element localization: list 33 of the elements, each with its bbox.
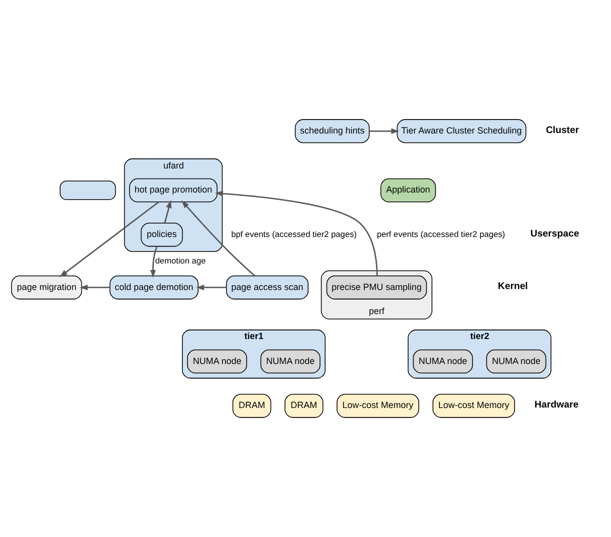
node-box: DRAM bbox=[284, 394, 324, 418]
edge-label: bpf events (accessed tier2 pages) bbox=[231, 228, 357, 239]
node-box: NUMA node bbox=[412, 350, 473, 374]
node-box: Low-cost Memory bbox=[432, 394, 515, 418]
edge-label: demotion age bbox=[155, 255, 206, 266]
node-box: DRAM bbox=[232, 394, 272, 418]
node-box: NUMA node bbox=[260, 350, 320, 374]
node-box: cold page demotion bbox=[110, 276, 198, 300]
arrow bbox=[80, 284, 110, 290]
arrow bbox=[214, 190, 378, 276]
arrow bbox=[196, 284, 226, 290]
node-box: NUMA node bbox=[486, 350, 546, 374]
arrow bbox=[59, 201, 160, 278]
node-box: hot page promotion bbox=[129, 178, 218, 202]
label: Cluster bbox=[546, 124, 579, 136]
node-box: Tier Aware Cluster Scheduling bbox=[396, 119, 526, 144]
label: Hardware bbox=[534, 399, 578, 410]
label: Kernel bbox=[498, 281, 528, 292]
edge-label: perf events (accessed tier2 pages) bbox=[376, 228, 506, 239]
node-box: page migration bbox=[11, 276, 82, 300]
arrow bbox=[164, 200, 172, 224]
arrow bbox=[181, 200, 256, 276]
node-box: page access scan bbox=[226, 276, 308, 300]
node-box: Low-cost Memory bbox=[336, 394, 420, 418]
node-box: scheduling hints bbox=[294, 119, 370, 144]
node-box: precise PMU sampling bbox=[326, 276, 427, 300]
node-box: policies bbox=[140, 222, 183, 247]
node-box: Application bbox=[380, 178, 436, 202]
node-box: NUMA node bbox=[187, 350, 248, 374]
arrow bbox=[150, 246, 158, 278]
node-box bbox=[60, 180, 116, 200]
arrow bbox=[369, 128, 400, 134]
label: Userspace bbox=[530, 228, 580, 240]
